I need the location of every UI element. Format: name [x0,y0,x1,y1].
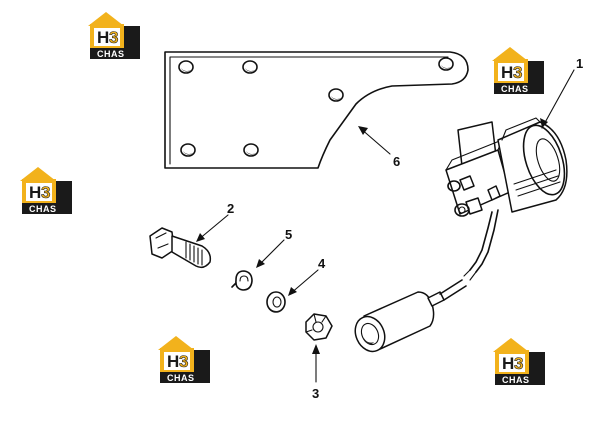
bolt [149,227,212,269]
lock-washer [231,270,253,291]
capacitor [354,279,467,353]
callout-3: 3 [312,386,319,401]
watermark-logo: H 3 CHAS [492,47,544,94]
svg-text:3: 3 [514,354,523,373]
watermark-logo: H 3 CHAS [158,336,210,383]
watermark-logo: H 3 CHAS [20,167,72,214]
leader-lines [196,69,575,383]
svg-text:H: H [97,28,109,47]
watermark-text: CHAS [501,84,529,94]
svg-text:H: H [501,63,513,82]
watermark-logo: H 3 CHAS [493,338,545,385]
svg-text:3: 3 [41,183,50,202]
watermark-text: CHAS [97,49,125,59]
watermark-text: CHAS [167,373,195,383]
callout-2: 2 [227,201,234,216]
callout-4: 4 [318,256,326,271]
callout-1: 1 [576,56,583,71]
svg-text:H: H [29,183,41,202]
solenoid-switch-assembly [445,117,568,281]
hex-nut [305,313,333,341]
svg-text:H: H [167,352,179,371]
bracket-plate [164,51,469,169]
flat-washer [266,291,286,313]
watermark-logo: H 3 CHAS [88,12,140,59]
callout-6: 6 [393,154,400,169]
callout-5: 5 [285,227,292,242]
watermark-text: CHAS [502,375,530,385]
svg-text:H: H [502,354,514,373]
svg-text:3: 3 [179,352,188,371]
terminal-studs [447,175,501,217]
svg-text:3: 3 [109,28,118,47]
mounting-holes [178,57,454,157]
svg-text:3: 3 [513,63,522,82]
watermark-text: CHAS [29,204,57,214]
